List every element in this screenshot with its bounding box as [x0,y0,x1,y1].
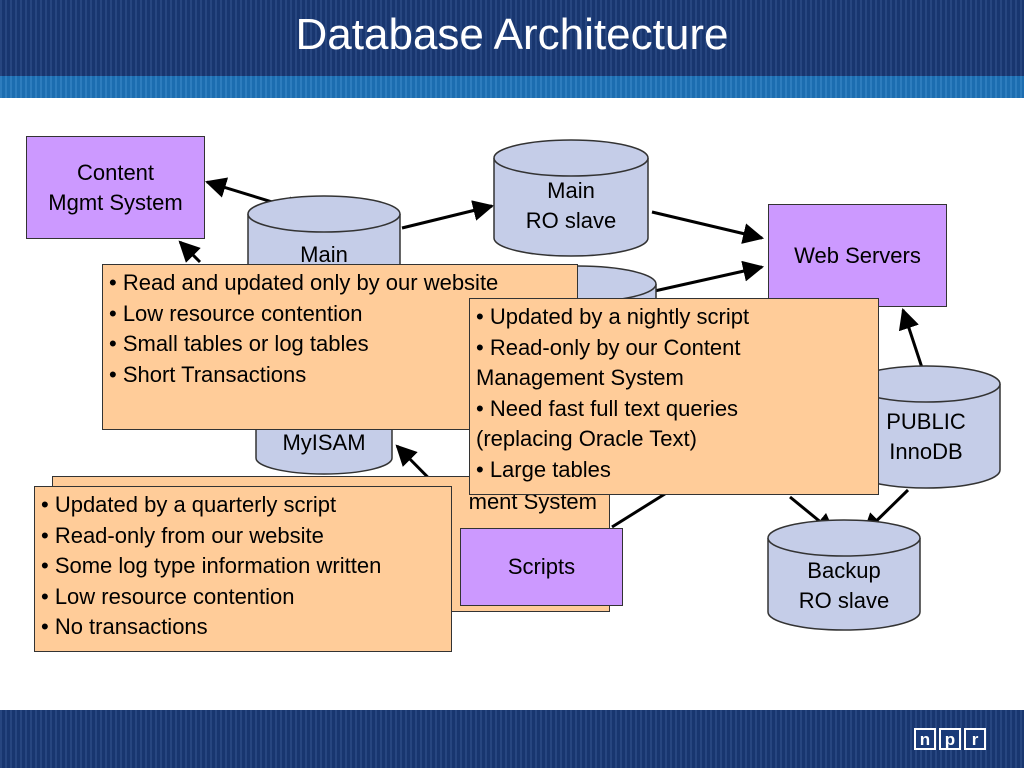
note2-line: (replacing Oracle Text) [476,426,697,451]
arrow-right-web [649,260,765,294]
backup-ro-slave-cylinder [767,519,921,631]
note3-line: • Some log type information written [41,553,382,578]
npr-logo: n p r [914,728,986,750]
logo-letter: r [964,728,986,750]
note2-line: • Large tables [476,456,611,482]
note2-line: • Read-only by our Content [476,334,741,360]
main-db-cylinder [247,195,401,271]
arrow-mainro-web [651,210,765,244]
public-innodb-cylinder [851,365,1001,489]
note2-line: Management System [476,365,684,390]
note1-line: • Low resource contention [109,300,363,326]
note-myisam-quarterly: • Updated by a quarterly script • Read-o… [34,486,452,652]
main-db-label: Main [300,242,348,267]
main-ro-label: Main RO slave [494,176,648,236]
logo-letter: p [939,728,961,750]
note1-line: • Small tables or log tables [109,331,369,356]
backup-label-line2: RO slave [798,588,890,613]
backup-label-line1: Backup [807,558,881,583]
note1-line: • Read and updated only by our website [109,270,499,295]
myisam-label: MyISAM [282,430,366,455]
note3-line: • Low resource contention [41,583,295,609]
cms-label-line2: Mgmt System [48,189,183,215]
web-servers-node: Web Servers [768,204,947,307]
main-ro-label-line1: Main [547,178,595,203]
logo-letter: n [914,728,936,750]
backup-label: Backup RO slave [768,556,920,616]
arrow-maindb-cms [178,240,202,264]
note1-line: • Short Transactions [109,361,307,387]
note2-line: • Updated by a nightly script [476,304,750,329]
header-stripe [0,76,1024,98]
scripts-node: Scripts [460,528,623,606]
note3-line: • Updated by a quarterly script [41,492,337,517]
public-label-line1: PUBLIC [886,409,966,434]
myisam-cylinder [255,420,393,475]
note-public-innodb: • Updated by a nightly script • Read-onl… [469,298,879,495]
main-ro-label-line2: RO slave [525,208,617,233]
slide-title: Database Architecture [295,10,729,59]
content-mgmt-system-node: Content Mgmt System [26,136,205,239]
public-innodb-label: PUBLIC InnoDB [852,407,1000,467]
public-label-line2: InnoDB [889,439,963,464]
main-ro-slave-cylinder [493,139,649,257]
note3-line: • Read-only from our website [41,522,324,548]
cms-label-line1: Content [76,159,155,185]
footer-bar [0,710,1024,768]
note2-line: • Need fast full text queries [476,395,739,421]
arrow-maindb-mainro [401,200,495,230]
header-bar [0,0,1024,76]
note3-line: • No transactions [41,614,208,639]
